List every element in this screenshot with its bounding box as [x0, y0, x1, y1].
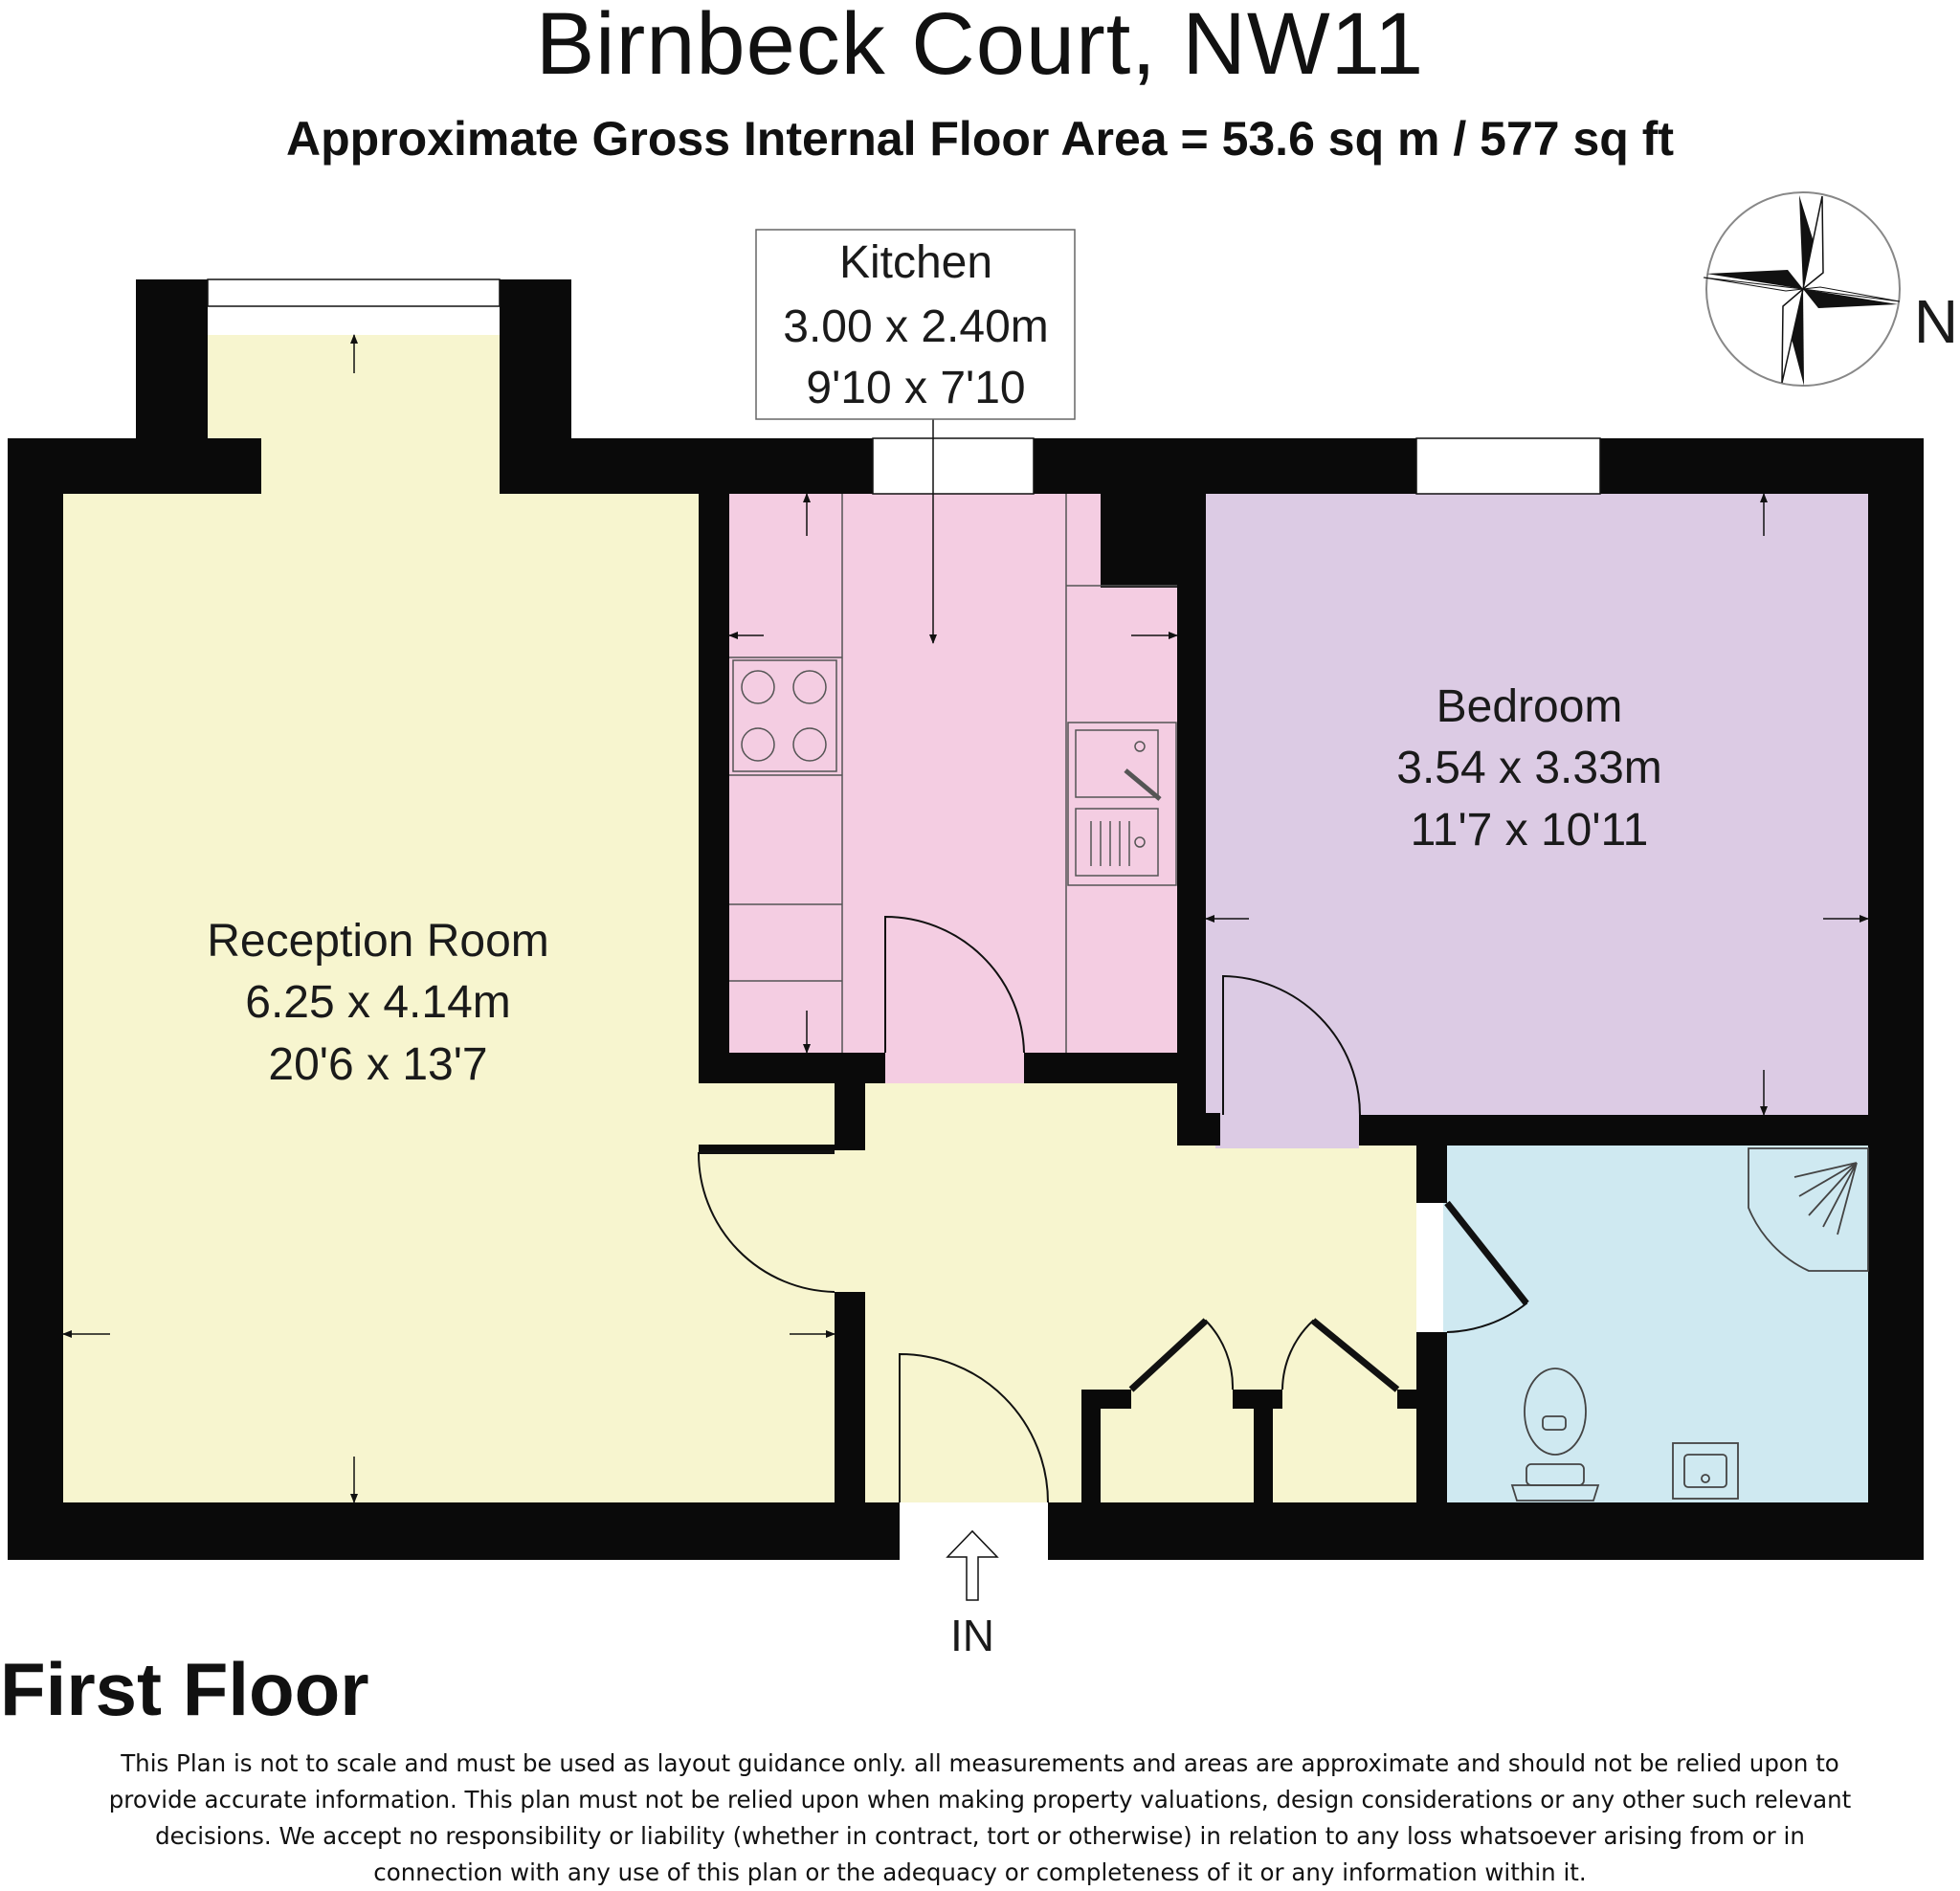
bay-window: [207, 278, 501, 307]
compass-icon: [1703, 191, 1901, 387]
kitchen-name: Kitchen: [839, 237, 992, 288]
bedroom-window: [1415, 437, 1601, 495]
kitchen-fittings: [729, 494, 1177, 1053]
kitchen-door: [884, 915, 1025, 1054]
door-leaves: [1128, 1200, 1529, 1392]
disclaimer-line: connection with any use of this plan or …: [373, 1858, 1587, 1886]
sink-icon: [1067, 722, 1177, 886]
bedroom-name: Bedroom: [1437, 681, 1623, 732]
dimension-arrows: [62, 334, 1869, 1503]
kitchen-label-box: [755, 229, 1076, 420]
reception-metric: 6.25 x 4.14m: [245, 977, 511, 1028]
compass-north-label: N: [1914, 287, 1958, 356]
bedroom-metric: 3.54 x 3.33m: [1396, 743, 1662, 793]
bedroom-imperial: 11'7 x 10'11: [1411, 805, 1649, 856]
kitchen-metric: 3.00 x 2.40m: [783, 301, 1049, 352]
disclaimer-line: provide accurate information. This plan …: [108, 1786, 1852, 1813]
page-title: Birnbeck Court, NW11: [535, 0, 1425, 93]
basin-icon: [1672, 1442, 1739, 1500]
bedroom-door: [1222, 974, 1361, 1116]
shower-icon: [1748, 1147, 1869, 1272]
bathroom-fittings: [1510, 1147, 1869, 1502]
bathroom: [1443, 1144, 1871, 1504]
room-fills: [57, 335, 1871, 1504]
walls: [8, 279, 1924, 1560]
floor-area-text: Approximate Gross Internal Floor Area = …: [286, 112, 1674, 166]
cupboard-door-right: [1281, 1319, 1398, 1390]
reception-imperial: 20'6 x 13'7: [268, 1039, 487, 1090]
reception-door: [697, 1151, 835, 1293]
kitchen-window: [872, 437, 1035, 495]
entrance-door: [899, 1352, 1049, 1503]
bedroom-door-recess: [1215, 1110, 1359, 1148]
toilet-icon: [1524, 1368, 1587, 1456]
kitchen-imperial: 9'10 x 7'10: [806, 363, 1025, 413]
reception-name: Reception Room: [207, 916, 549, 967]
bedroom: [1201, 490, 1871, 1120]
floor-label: First Floor: [0, 1647, 369, 1731]
entrance-label: IN: [950, 1611, 994, 1660]
disclaimer: This Plan is not to scale and must be us…: [96, 1746, 1864, 1891]
doors: [697, 915, 1528, 1503]
entrance-arrow-icon: [946, 1529, 999, 1601]
reception-room: [57, 490, 699, 1504]
kitchen: [727, 490, 1179, 1083]
disclaimer-line: decisions. We accept no responsibility o…: [155, 1822, 1805, 1850]
disclaimer-line: This Plan is not to scale and must be us…: [121, 1749, 1839, 1777]
